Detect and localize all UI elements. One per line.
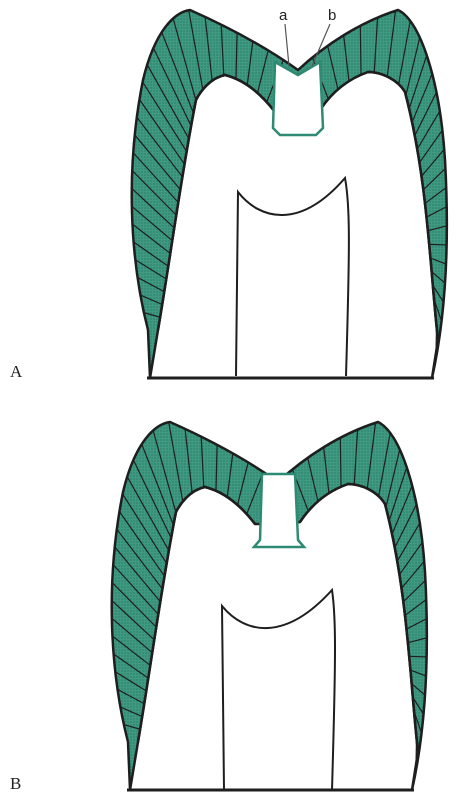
panel-b [112,422,427,790]
enamel-rod [409,656,426,657]
panel-b-restoration [254,474,304,547]
enamel-rod [429,244,446,245]
callout-b: b [328,7,336,24]
callout-a-leader [285,24,289,66]
panel-a: a b [132,7,447,378]
panel-b-label: B [10,774,21,794]
enamel-rod [360,26,361,75]
enamel-rod [340,438,341,487]
callout-a: a [279,7,288,24]
panel-a-label: A [10,362,22,382]
